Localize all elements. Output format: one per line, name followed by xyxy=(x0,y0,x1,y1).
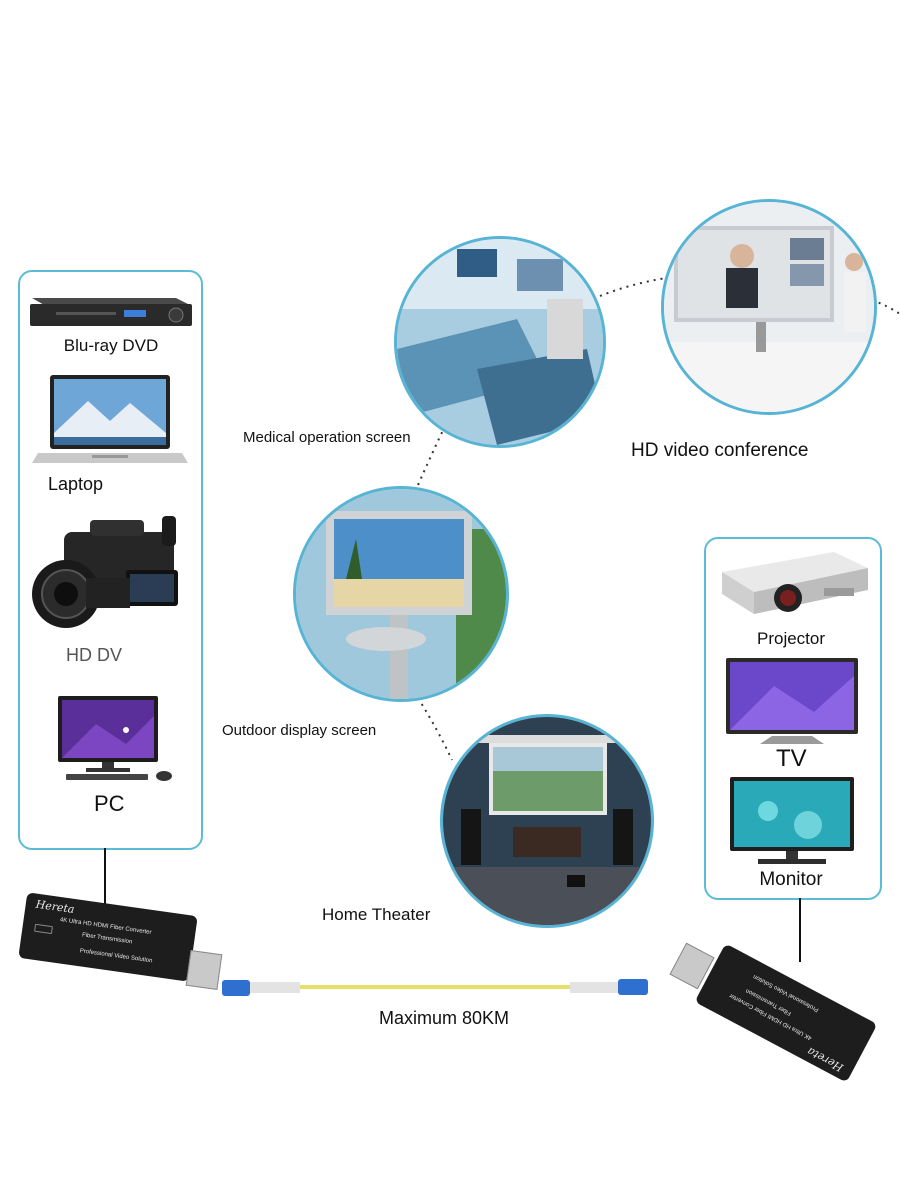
transmitter-brand: Hereta xyxy=(34,897,76,916)
scene-label-theater: Home Theater xyxy=(322,905,431,924)
theater-scene-circle xyxy=(440,714,654,928)
source-label-laptop: Laptop xyxy=(48,474,104,494)
cable-distance-label: Maximum 80KM xyxy=(379,1008,510,1028)
source-label-pc: PC xyxy=(94,791,125,816)
monitor-image xyxy=(730,777,854,864)
scene-label-conference: HD video conference xyxy=(631,440,809,461)
display-label-projector: Projector xyxy=(756,629,826,648)
projector-image xyxy=(722,552,868,614)
transmitter-line3: Professional Video Solution xyxy=(79,948,153,965)
transmitter-line2: Fiber Transmission xyxy=(81,932,133,946)
outdoor-scene-circle xyxy=(293,486,509,702)
scene-label-outdoor: Outdoor display screen xyxy=(222,722,377,739)
scene-label-medical: Medical operation screen xyxy=(243,429,411,446)
transmitter-hdmi-port xyxy=(34,923,53,935)
fiber-connector-right xyxy=(570,979,648,995)
bluray-player-image xyxy=(30,298,192,326)
pc-image xyxy=(58,696,172,781)
transmitter-sfp-module xyxy=(185,949,223,991)
laptop-image xyxy=(32,375,188,463)
fiber-connector-left xyxy=(222,980,300,996)
display-label-monitor: Monitor xyxy=(759,869,823,890)
source-label-hddv: HD DV xyxy=(66,645,123,665)
conference-scene-circle xyxy=(661,199,877,415)
transmitter-line1: 4K Ultra HD HDMI Fiber Converter xyxy=(59,917,152,936)
medical-scene-circle xyxy=(394,236,606,448)
tv-image xyxy=(726,658,858,744)
camcorder-image xyxy=(32,516,178,628)
display-label-tv: TV xyxy=(776,745,807,772)
source-label-bluray: Blu-ray DVD xyxy=(63,336,159,355)
